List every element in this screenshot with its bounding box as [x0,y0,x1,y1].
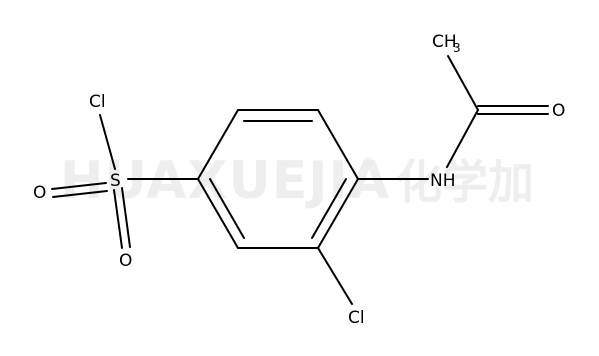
ring-bond-upper-left [197,109,239,180]
atom-methyl: CH [432,32,457,52]
bond-carbonyl-methyl [447,55,479,111]
bond-sulfur-oxygen-left-b [52,190,108,198]
ring-bond-lower-left-inner [209,178,245,239]
ring-bond-lower-left [197,178,239,249]
atom-cl-ring: Cl [348,308,365,328]
ring-bond-lower-right-inner [311,178,347,239]
acetamide-group: NH CH 3 O [357,32,565,191]
ring-chlorine-group: Cl [317,247,365,328]
ring-bond-upper-right [317,109,359,180]
bond-sulfur-chlorine [99,114,116,170]
bond-ring-chlorine [317,247,353,305]
atom-cl-sulfonyl: Cl [89,92,106,112]
watermark-chinese: 化学加 [396,155,534,209]
benzene-ring [197,109,359,249]
ring-bond-lower-right [317,178,359,249]
bond-sulfur-oxygen-bottom-a [113,189,123,249]
atom-oxygen-left: O [33,183,46,203]
atom-oxygen-bottom: O [119,251,132,271]
sulfonyl-chloride-group: Cl S O O [33,92,199,271]
atom-sulfur: S [110,171,121,191]
bond-nitrogen-carbonyl [446,109,479,168]
atom-carbonyl-oxygen: O [552,101,565,121]
atom-nh: NH [430,171,456,191]
bond-sulfur-oxygen-left-a [51,182,107,190]
bond-sulfur-oxygen-bottom-b [121,187,131,248]
atom-methyl-subscript: 3 [453,41,461,55]
watermark-registered: ® [362,155,374,169]
